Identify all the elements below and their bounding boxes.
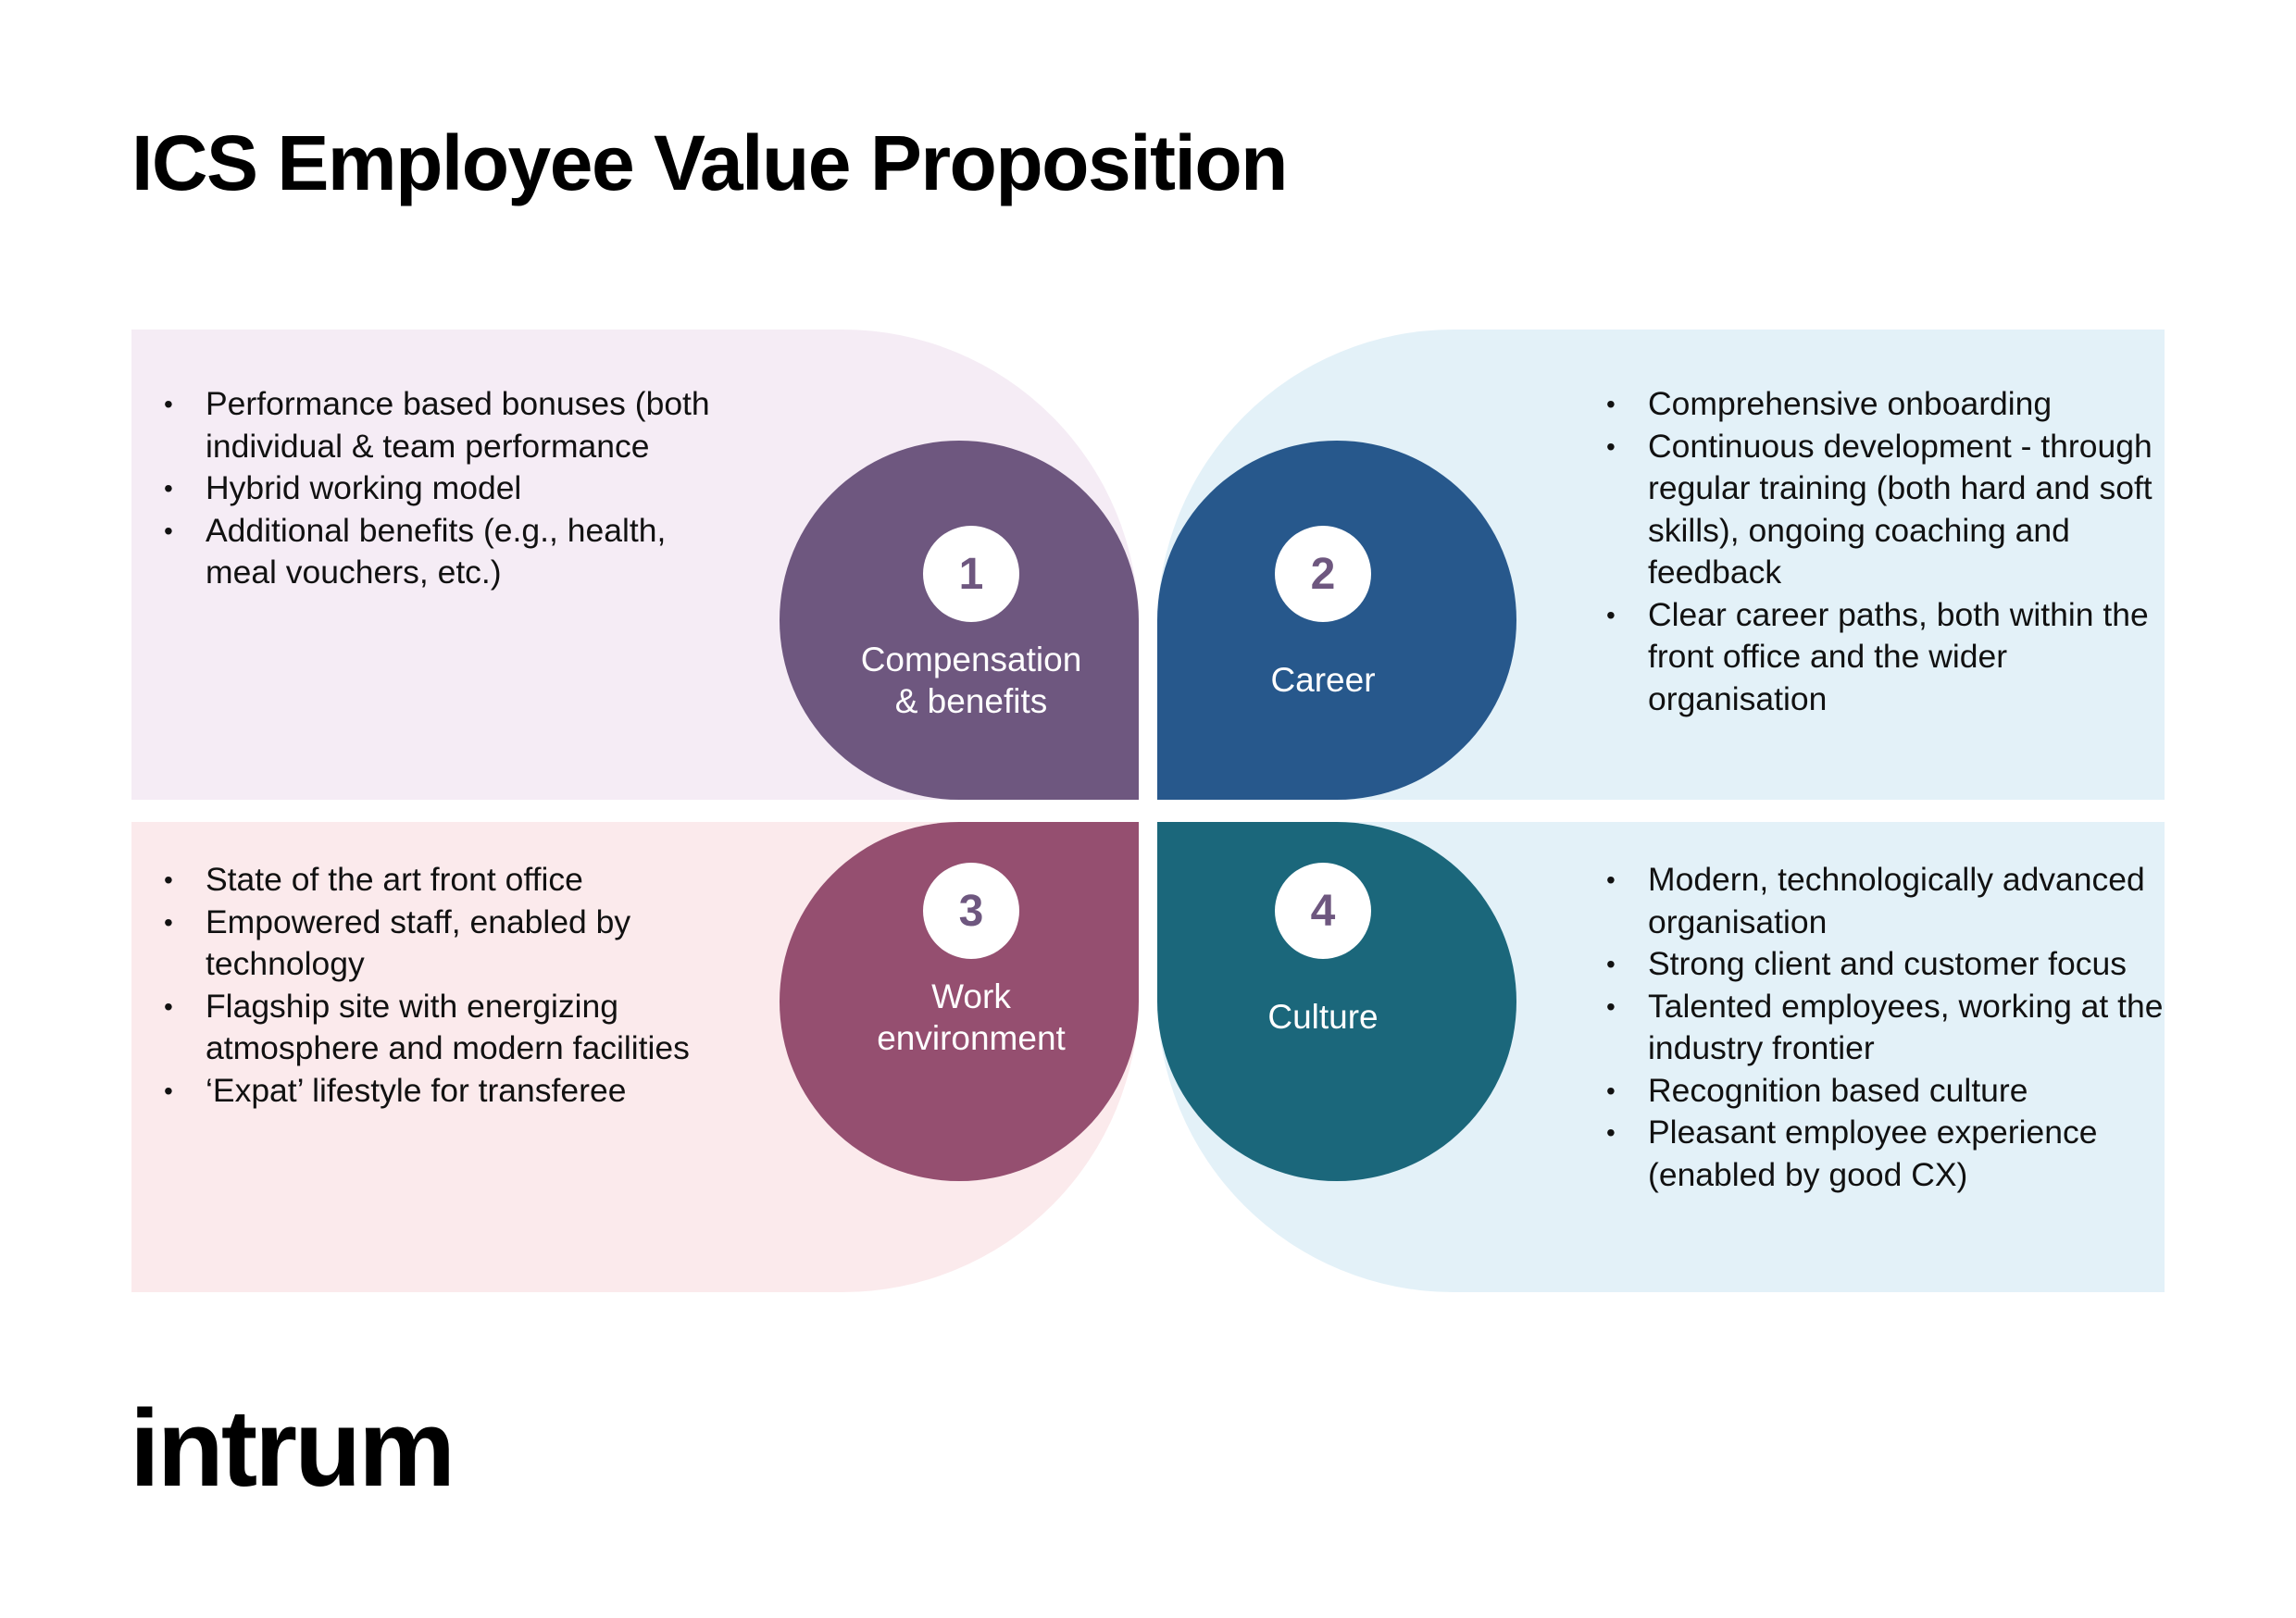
- career-bullets: Comprehensive onboarding Continuous deve…: [1574, 383, 2185, 720]
- list-item: Continuous development - through regular…: [1574, 426, 2185, 594]
- intrum-logo: intrum: [130, 1388, 455, 1510]
- list-item: ‘Expat’ lifestyle for transferee: [131, 1070, 742, 1113]
- petal-3-work-environment: [780, 822, 1139, 1181]
- pillar-label-line: Career: [1270, 661, 1376, 699]
- list-item: Pleasant employee experience (enabled by…: [1574, 1112, 2185, 1196]
- page-title: ICS Employee Value Proposition: [131, 119, 1288, 206]
- pillar-work-environment: 3 Work environment: [792, 863, 1151, 1059]
- pillar-label-line: environment: [877, 1019, 1066, 1057]
- pillar-label: Culture: [1143, 996, 1503, 1038]
- pillar-label: Career: [1143, 659, 1503, 701]
- list-item: Empowered staff, enabled by technology: [131, 902, 742, 986]
- petal-2-career: [1157, 441, 1516, 800]
- list-item: Performance based bonuses (both individu…: [131, 383, 715, 467]
- pillar-career: 2 Career: [1143, 526, 1503, 701]
- pillar-label-line: Work: [931, 977, 1011, 1015]
- petal-4-culture: [1157, 822, 1516, 1181]
- compensation-bullets: Performance based bonuses (both individu…: [131, 383, 715, 594]
- list-item: Hybrid working model: [131, 467, 715, 510]
- work-environment-bullets: State of the art front office Empowered …: [131, 859, 742, 1112]
- pillar-label: Compensation & benefits: [792, 639, 1151, 722]
- list-item: Recognition based culture: [1574, 1070, 2185, 1113]
- pillar-culture: 4 Culture: [1143, 863, 1503, 1038]
- list-item: Additional benefits (e.g., health, meal …: [131, 510, 715, 594]
- list-item: Clear career paths, both within the fron…: [1574, 594, 2185, 721]
- pillar-label-line: Compensation: [860, 641, 1082, 678]
- list-item: Modern, technologically advanced organis…: [1574, 859, 2185, 943]
- number-badge-3: 3: [923, 863, 1019, 959]
- pillar-label-line: Culture: [1267, 998, 1379, 1036]
- pillar-label-line: & benefits: [894, 682, 1048, 720]
- pillar-compensation: 1 Compensation & benefits: [792, 526, 1151, 722]
- list-item: Strong client and customer focus: [1574, 943, 2185, 986]
- list-item: Talented employees, working at the indus…: [1574, 986, 2185, 1070]
- list-item: Flagship site with energizing atmosphere…: [131, 986, 742, 1070]
- culture-bullets: Modern, technologically advanced organis…: [1574, 859, 2185, 1196]
- list-item: State of the art front office: [131, 859, 742, 902]
- number-badge-1: 1: [923, 526, 1019, 622]
- number-badge-4: 4: [1275, 863, 1371, 959]
- number-badge-2: 2: [1275, 526, 1371, 622]
- list-item: Comprehensive onboarding: [1574, 383, 2185, 426]
- pillar-label: Work environment: [792, 976, 1151, 1059]
